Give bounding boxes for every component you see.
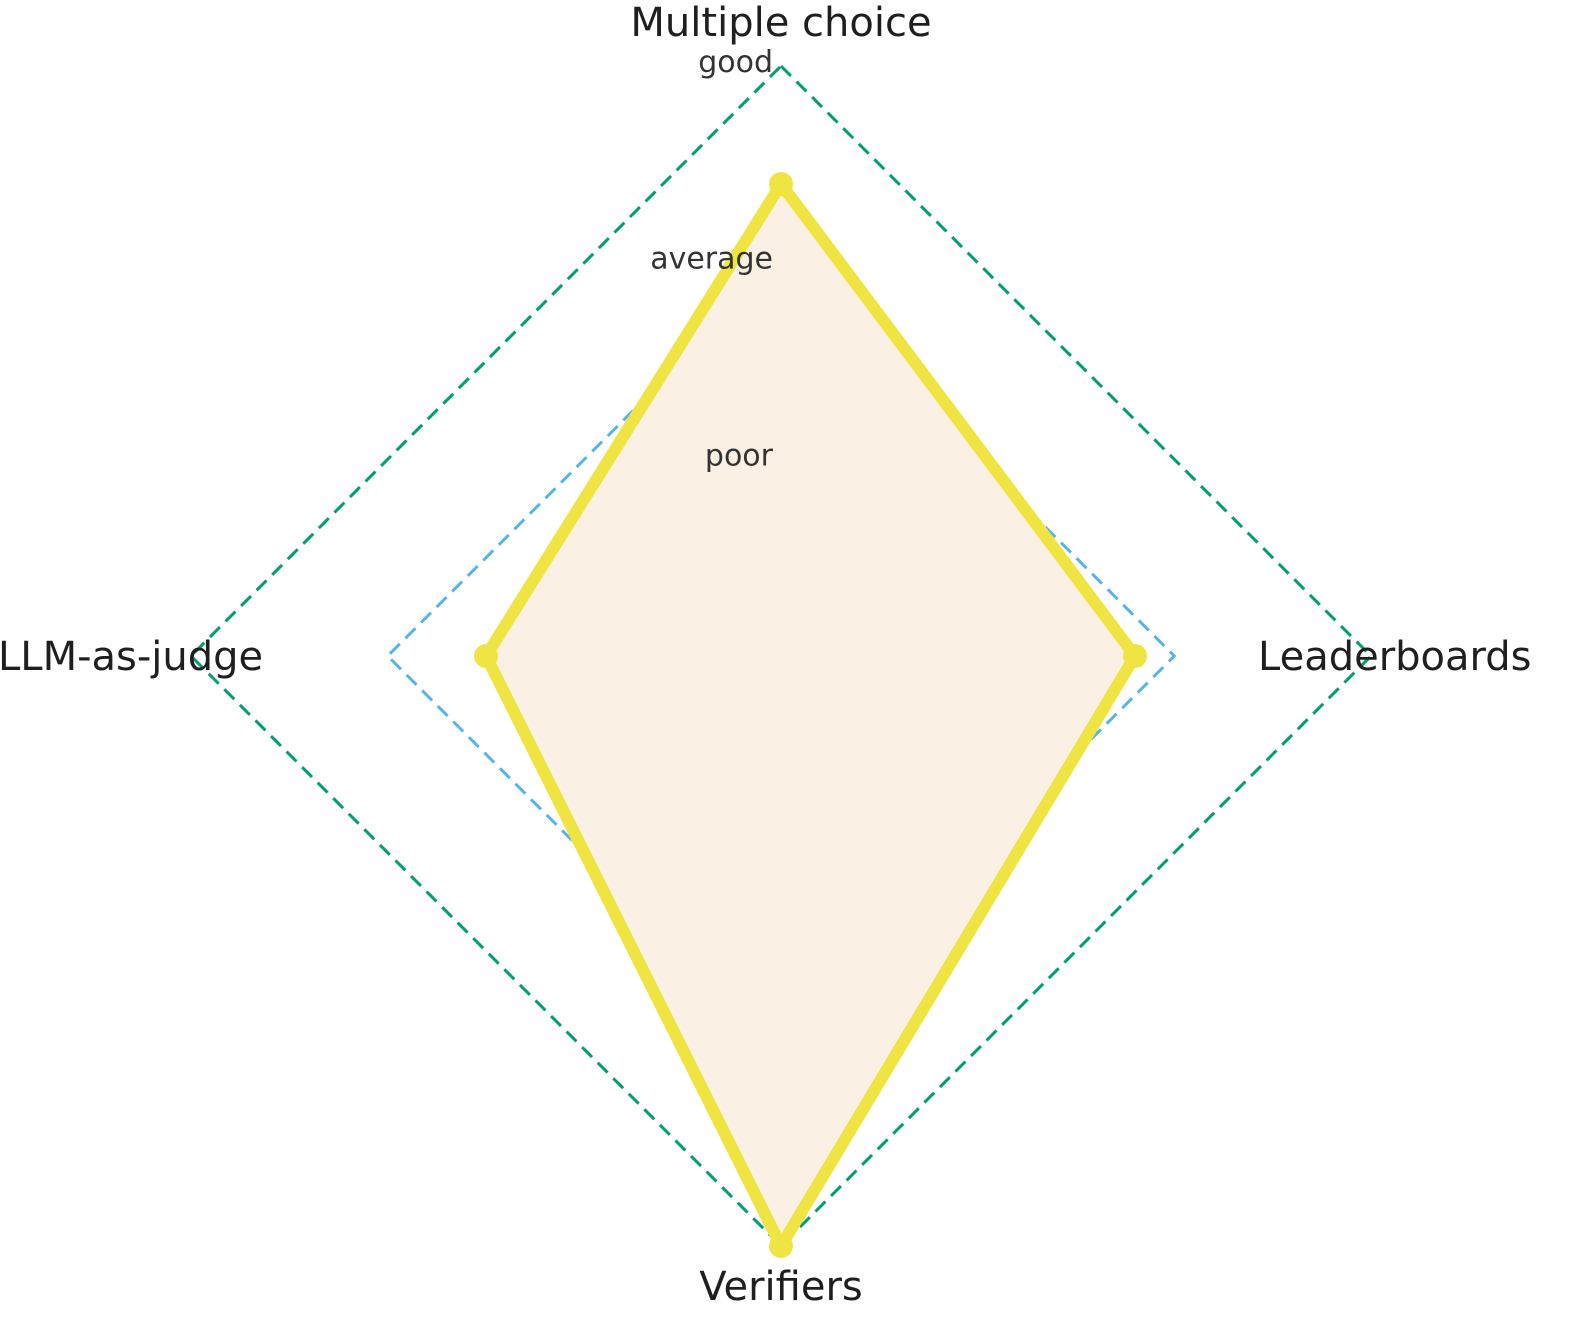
data-point-llm-as-judge xyxy=(474,644,498,668)
scale-ring-labels: poor average good xyxy=(650,45,773,473)
axis-label-multiple-choice: Multiple choice xyxy=(630,0,931,46)
series-polygon xyxy=(479,173,1143,1259)
ring-label-average: average xyxy=(650,242,773,277)
axis-label-llm-as-judge: LLM-as-judge xyxy=(0,634,263,680)
axis-label-verifiers: Verifiers xyxy=(699,1264,863,1310)
axis-label-leaderboards: Leaderboards xyxy=(1258,634,1532,680)
data-series xyxy=(474,172,1147,1259)
data-point-verifiers xyxy=(769,1234,793,1258)
ring-label-good: good xyxy=(698,45,773,80)
ring-good xyxy=(188,63,1374,1249)
ring-label-poor: poor xyxy=(705,438,774,473)
data-point-multiple-choice xyxy=(769,172,793,196)
data-point-leaderboards xyxy=(1123,644,1147,668)
